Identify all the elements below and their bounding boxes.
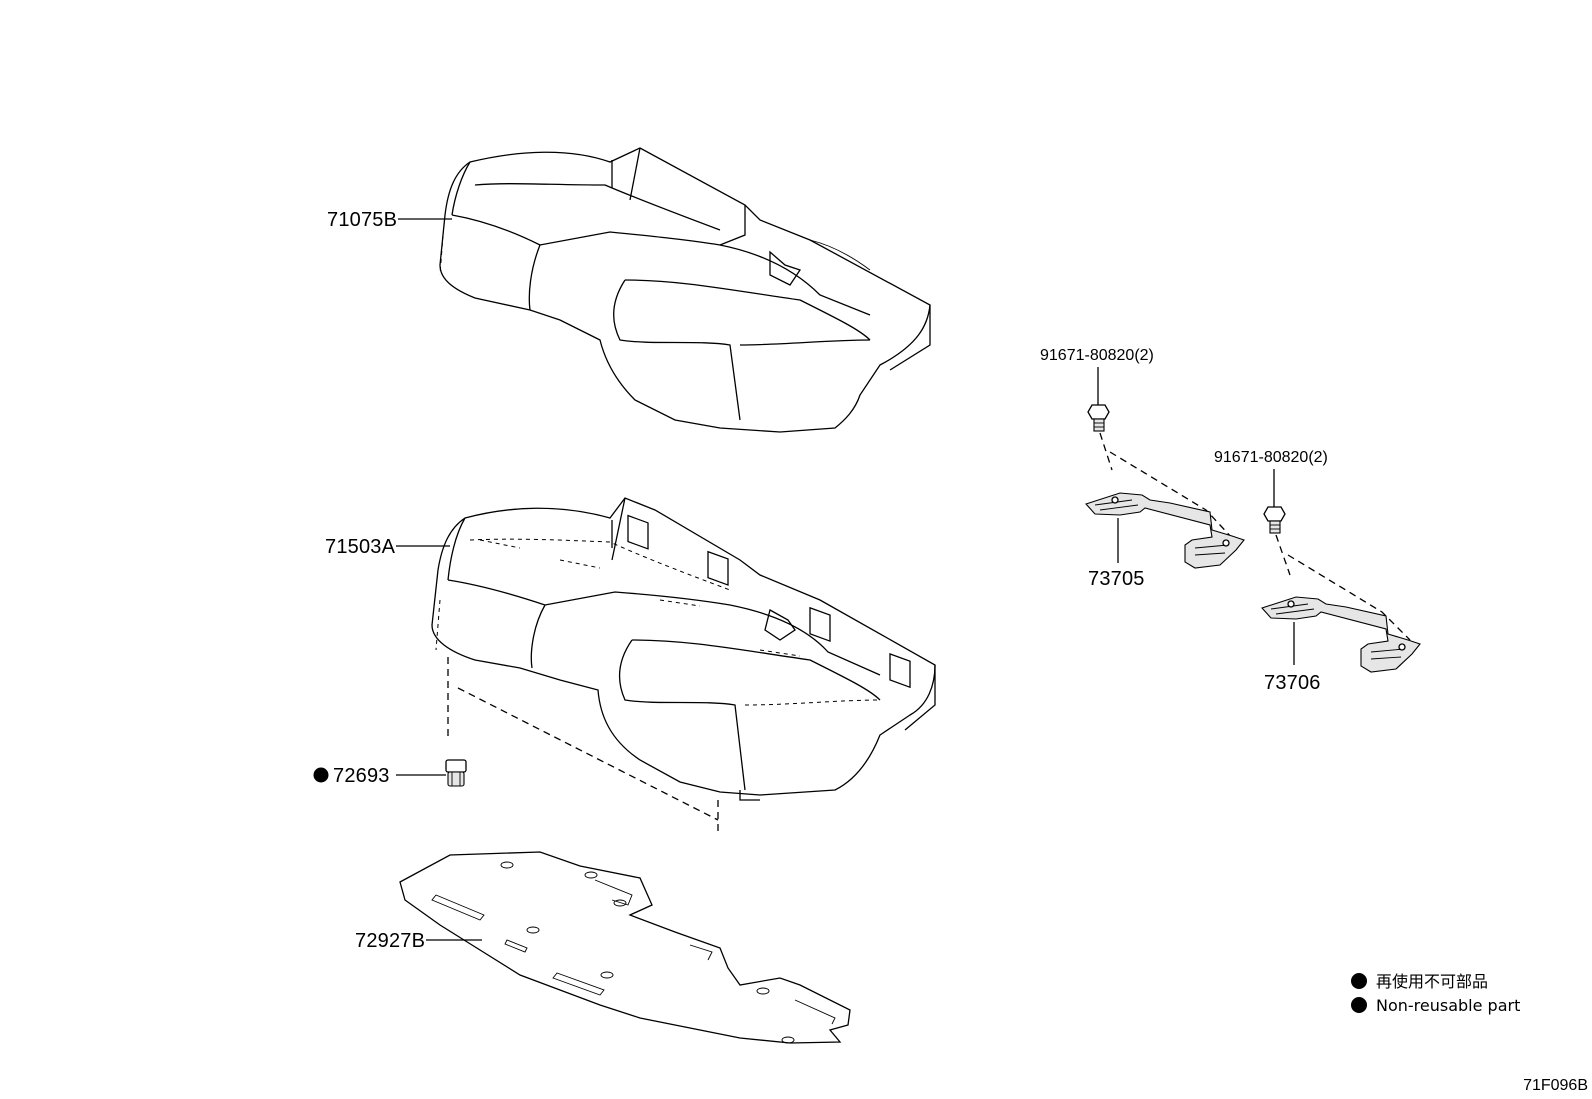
cushion-sheet[interactable] bbox=[399, 851, 851, 1044]
part-number-label[interactable]: 91671-80820(2) bbox=[1040, 347, 1154, 364]
diagram-code: 71F096B bbox=[1523, 1077, 1588, 1094]
seat-hook[interactable] bbox=[1261, 596, 1421, 673]
part-number-label[interactable]: 73705 bbox=[1088, 568, 1145, 590]
part-number-label[interactable]: 72927B bbox=[355, 930, 425, 952]
seat-cushion-pad[interactable] bbox=[431, 497, 936, 801]
legend-label-en: Non-reusable part bbox=[1376, 996, 1520, 1015]
bolt[interactable] bbox=[1263, 506, 1286, 534]
legend: 再使用不可部品 Non-reusable part bbox=[1351, 972, 1520, 1015]
part-number-label[interactable]: 91671-80820(2) bbox=[1214, 449, 1328, 466]
part-number-label[interactable]: 71075B bbox=[327, 209, 397, 231]
part-number-label[interactable]: 73706 bbox=[1264, 672, 1321, 694]
installation-line bbox=[1099, 432, 1235, 541]
non-reusable-bullet-icon bbox=[313, 767, 329, 783]
bolt[interactable] bbox=[1087, 404, 1110, 432]
non-reusable-bullet-icon bbox=[1351, 997, 1367, 1013]
installation-line bbox=[1275, 534, 1411, 641]
part-number-label[interactable]: 71503A bbox=[325, 536, 396, 558]
installation-line bbox=[457, 687, 719, 821]
legend-label-jp: 再使用不可部品 bbox=[1376, 972, 1488, 991]
clip[interactable] bbox=[445, 759, 467, 787]
seat-hook[interactable] bbox=[1085, 492, 1245, 569]
non-reusable-bullet-icon bbox=[1351, 973, 1367, 989]
seat-cushion-cover[interactable] bbox=[439, 147, 931, 433]
part-number-label[interactable]: 72693 bbox=[333, 765, 390, 787]
